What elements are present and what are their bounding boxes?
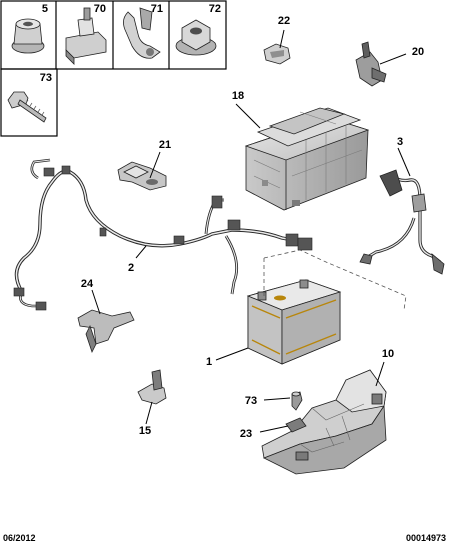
callout-18: 18 <box>232 90 244 102</box>
footer-date: 06/2012 <box>3 533 36 543</box>
clip-bracket-icon <box>65 7 107 65</box>
box-71-label: 71 <box>151 3 163 15</box>
callout-22: 22 <box>278 15 290 27</box>
part-22-clip <box>263 43 291 65</box>
callout-15: 15 <box>139 425 151 437</box>
callout-23: 23 <box>240 428 252 440</box>
callout-20: 20 <box>412 46 424 58</box>
flange-nut-icon <box>175 19 217 56</box>
hook-clip-icon <box>123 7 161 59</box>
part-21-bracket <box>117 161 167 191</box>
callout-3: 3 <box>397 136 403 148</box>
part-18-battery-box <box>244 107 370 211</box>
footer-reference: 00014973 <box>405 533 446 543</box>
part-2-wiring-harness <box>13 158 313 311</box>
part-20-bracket <box>355 41 387 87</box>
part-10-battery-tray <box>261 369 387 475</box>
box-72-label: 72 <box>209 3 221 15</box>
box-73-label: 73 <box>40 72 52 84</box>
callout-2: 2 <box>128 262 134 274</box>
part-73-bolt <box>291 391 303 411</box>
part-15-bracket <box>137 369 167 405</box>
callout-1: 1 <box>206 356 212 368</box>
bolt-icon <box>7 91 47 123</box>
part-24-bracket <box>77 309 135 354</box>
leader-lines <box>91 29 411 433</box>
part-1-battery <box>246 279 342 365</box>
collar-nut-icon <box>11 18 45 54</box>
part-23-clamp <box>285 417 307 433</box>
assembly-guide-line <box>263 249 407 311</box>
fastener-box-grid <box>0 0 227 137</box>
callout-10: 10 <box>382 348 394 360</box>
box-5-label: 5 <box>42 3 48 15</box>
box-70-label: 70 <box>94 3 106 15</box>
callout-24: 24 <box>81 278 94 290</box>
callout-73: 73 <box>245 395 257 407</box>
part-3-positive-cable <box>359 169 445 275</box>
box-73-frame <box>0 68 58 137</box>
callout-21: 21 <box>159 139 171 151</box>
